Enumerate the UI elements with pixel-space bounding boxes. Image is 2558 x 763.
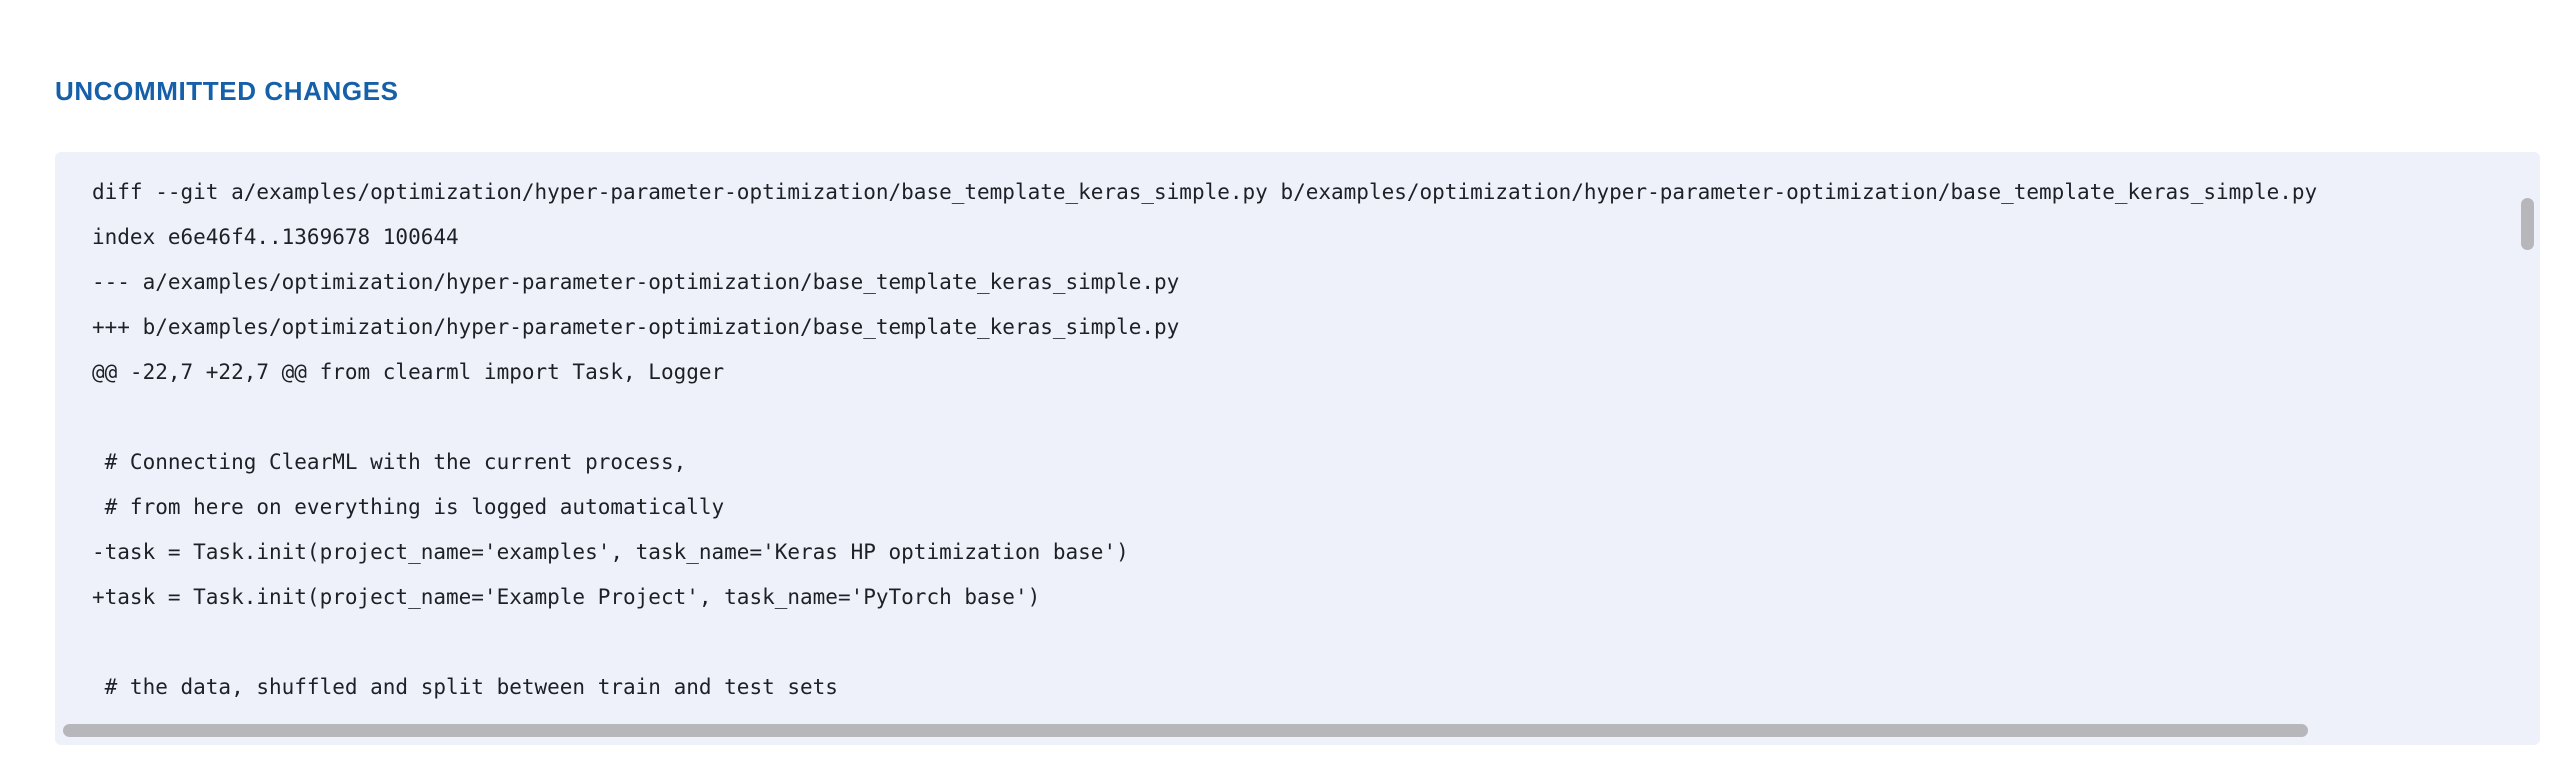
diff-content: diff --git a/examples/optimization/hyper… xyxy=(92,170,2317,710)
diff-scroll-area[interactable]: diff --git a/examples/optimization/hyper… xyxy=(55,152,2540,745)
horizontal-scrollbar[interactable] xyxy=(63,724,2514,737)
horizontal-scrollbar-thumb[interactable] xyxy=(63,724,2308,737)
vertical-scrollbar[interactable] xyxy=(2521,160,2534,705)
diff-line: @@ -22,7 +22,7 @@ from clearml import Ta… xyxy=(92,360,725,384)
diff-line: +task = Task.init(project_name='Example … xyxy=(92,585,1041,609)
diff-line: # the data, shuffled and split between t… xyxy=(92,675,838,699)
vertical-scrollbar-thumb[interactable] xyxy=(2521,198,2534,250)
diff-line: # Connecting ClearML with the current pr… xyxy=(92,450,687,474)
section-title: UNCOMMITTED CHANGES xyxy=(55,76,399,106)
diff-line: diff --git a/examples/optimization/hyper… xyxy=(92,180,2318,204)
diff-line: +++ b/examples/optimization/hyper-parame… xyxy=(92,315,1180,339)
diff-line: index e6e46f4..1369678 100644 xyxy=(92,225,459,249)
diff-line: --- a/examples/optimization/hyper-parame… xyxy=(92,270,1180,294)
diff-line xyxy=(92,620,2317,665)
diff-line xyxy=(92,395,2317,440)
diff-line: -task = Task.init(project_name='examples… xyxy=(92,540,1129,564)
diff-line: # from here on everything is logged auto… xyxy=(92,495,725,519)
diff-panel: diff --git a/examples/optimization/hyper… xyxy=(55,152,2540,745)
